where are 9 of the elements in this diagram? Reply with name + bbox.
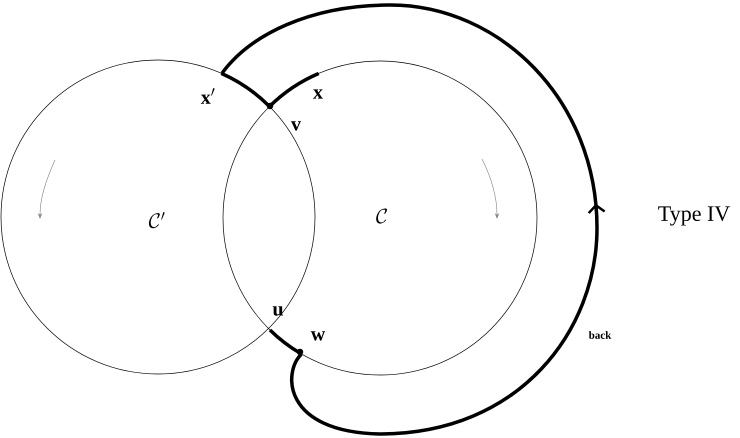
point-label: $\mathbf{v}$ <box>291 121 301 131</box>
diagram-label: Type IV <box>658 206 730 226</box>
point-label: $\mathbf{w}$ <box>310 331 326 341</box>
point-label: $\mathbf{x}$ <box>313 89 323 99</box>
circle-label: $\mathcal{C}'$ <box>148 212 165 228</box>
point-label: $\mathbf{u}$ <box>272 306 284 316</box>
edge-label: back <box>588 331 612 339</box>
point-label: $\mathbf{x}'$ <box>200 88 215 104</box>
circle-label: $\mathcal{C}$ <box>376 208 387 224</box>
